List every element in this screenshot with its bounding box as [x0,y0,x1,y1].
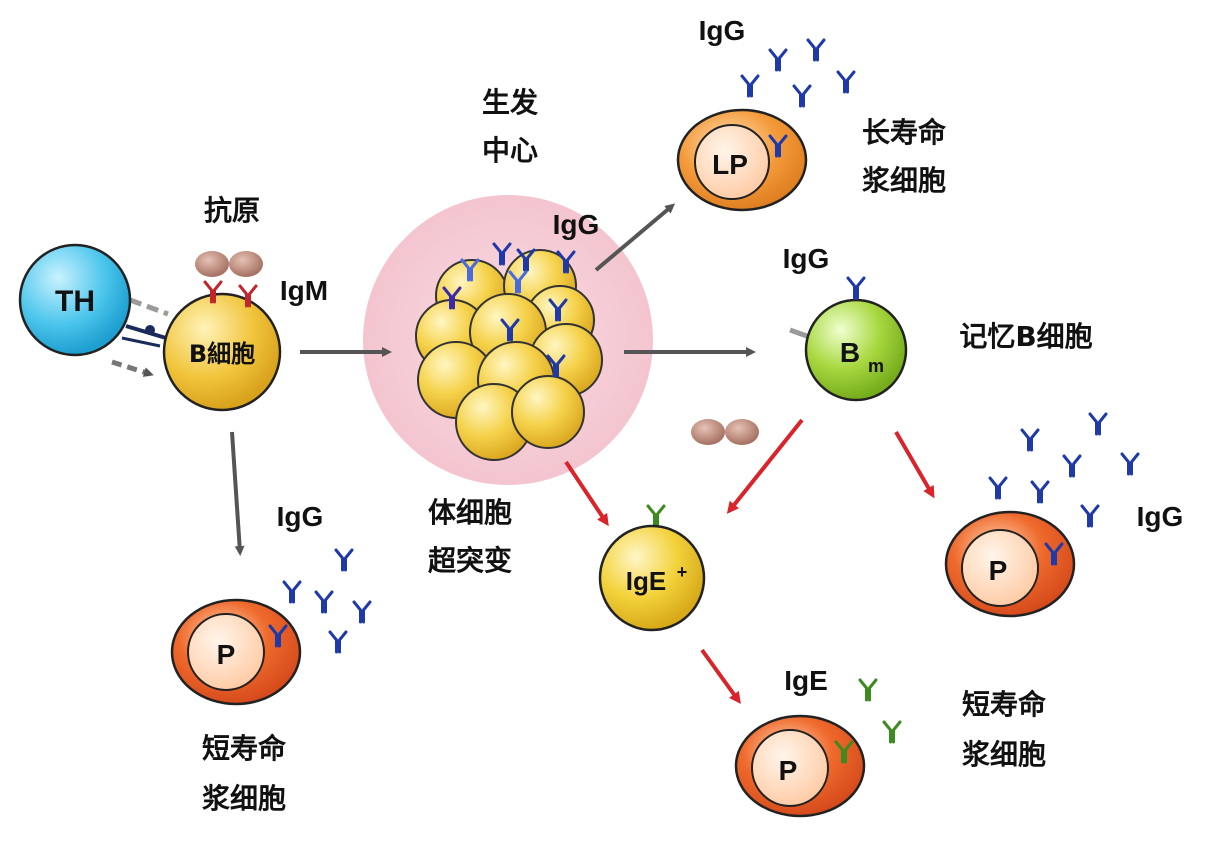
somatic-label-line1: 体细胞 [428,496,512,529]
synapse-dot [145,325,155,335]
arrow-th-to-b-1 [129,297,169,317]
memory-b-cell: B m [789,276,908,402]
gc-label-line2: 中心 [482,134,538,167]
p-right-label: P [989,555,1008,586]
igg-right-label: IgG [1137,501,1184,532]
b-cell: B細胞 [162,292,282,412]
antigen-blob-icon [691,419,759,445]
igg-memory-label: IgG [783,243,830,274]
arrows [111,203,935,705]
short-lived-left-line1: 短寿命 [202,732,287,765]
th-cell: TH [18,243,132,357]
short-lived-right-line1: 短寿命 [962,688,1047,721]
memory-cell-sub: m [868,356,884,376]
igg-top-label: IgG [699,15,746,46]
ige-plus-sup: + [677,562,688,582]
arrow-th-to-b-dashed [111,359,154,377]
arrow-b-to-plasma [230,431,245,556]
igm-label: IgM [280,275,328,306]
igg-antibody-cluster-right [988,412,1140,528]
somatic-label-line2: 超突变 [428,544,512,577]
lp-cell-label: LP [712,149,748,180]
arrow-memory-to-plasma [894,430,935,499]
arrow-memory-to-ige [726,418,804,514]
b-cell-label: B細胞 [189,340,255,368]
ige-plus-cell: IgE + [598,504,706,632]
arrow-th-to-b-3 [121,336,161,348]
long-lived-label-line2: 浆细胞 [862,164,946,197]
gc-igg-label: IgG [553,209,600,240]
ige-plus-label: IgE [626,566,666,596]
memory-b-label: 记忆B细胞 [959,320,1092,353]
igg-left-label: IgG [277,501,324,532]
gc-label-line1: 生发 [482,86,538,119]
lp-cell: LP [676,108,808,212]
arrow-gc-to-ige [564,460,609,527]
p-left-label: P [217,639,236,670]
arrow-gc-to-lp [594,203,676,272]
memory-cell-label: B [840,337,860,368]
antigen-label: 抗原 [204,194,260,227]
igg-antibody-cluster-top [740,38,856,108]
th-cell-label: TH [55,285,95,318]
ige-antibody-cluster [858,678,902,744]
ige-label: IgE [784,665,828,696]
plasma-cell-bottom: P [734,714,866,818]
short-lived-right-line2: 浆细胞 [962,738,1046,771]
antigen-blob-icon [195,251,263,277]
gc-cell-cluster [415,249,603,461]
short-lived-left-line2: 浆细胞 [202,782,286,815]
arrow-ige-to-plasma [700,648,741,705]
plasma-cell-right: P [944,510,1076,618]
p-bottom-label: P [779,755,798,786]
long-lived-label-line1: 长寿命 [862,116,947,149]
plasma-cell-left: P [170,598,302,706]
